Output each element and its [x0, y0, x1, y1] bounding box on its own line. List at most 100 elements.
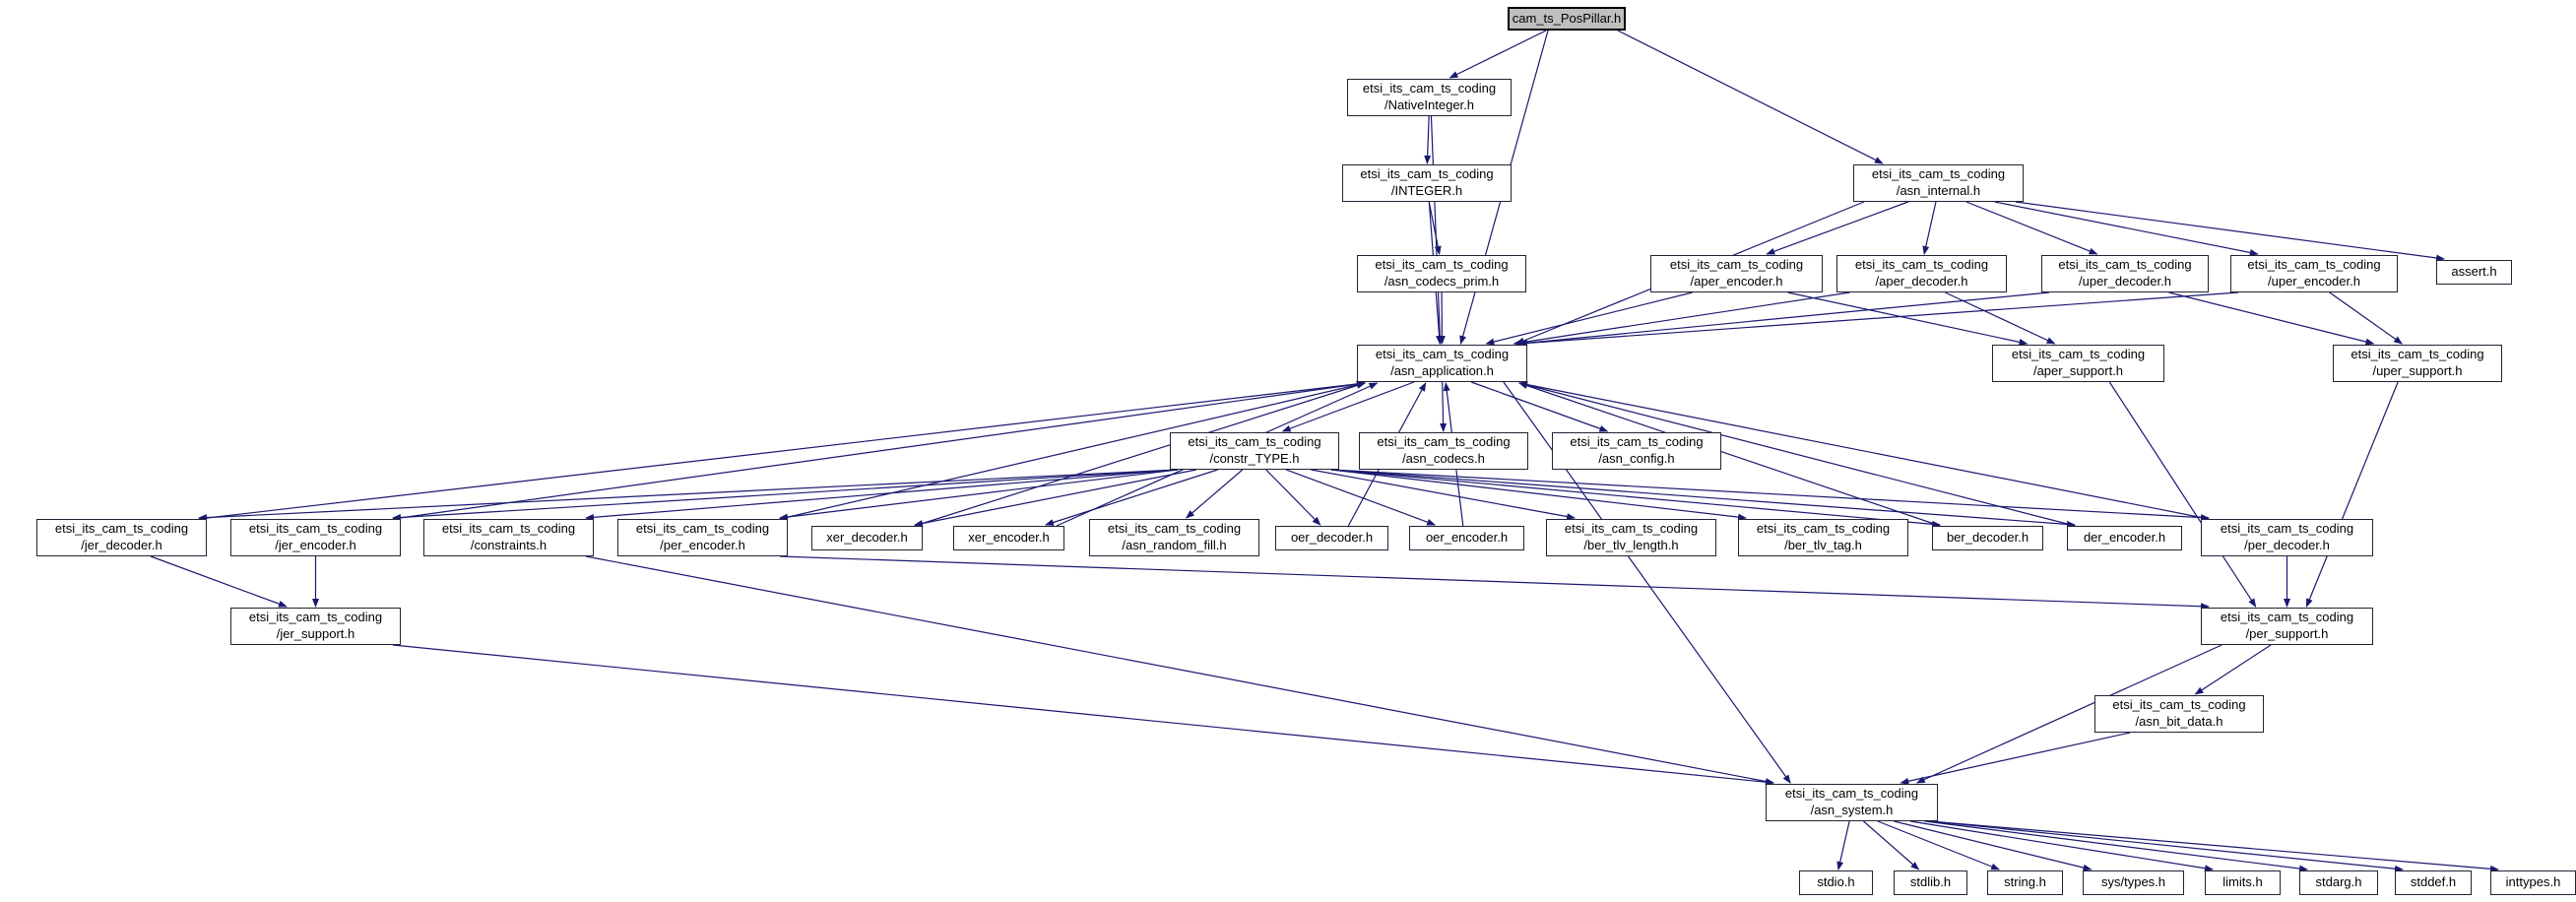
edge-aper_enc-application	[1485, 291, 1693, 346]
edge-constr_type-jer_dec	[198, 469, 1179, 522]
edge-constr_type-per_dec	[1330, 469, 2210, 522]
node-stdio: stdio.h	[1799, 870, 1873, 895]
edge-constr_type-per_enc	[779, 469, 1179, 521]
edge-aper_dec-aper_sup	[1945, 291, 2056, 345]
node-constr-type[interactable]: etsi_its_cam_ts_coding /constr_TYPE.h	[1170, 432, 1339, 470]
edge-constr_type-xer_dec	[914, 469, 1197, 527]
node-system[interactable]: etsi_its_cam_ts_coding /asn_system.h	[1766, 784, 1938, 821]
edge-application-codecs	[1440, 381, 1448, 432]
node-jer-sup[interactable]: etsi_its_cam_ts_coding /jer_support.h	[230, 608, 401, 645]
node-stddef: stddef.h	[2395, 870, 2472, 895]
node-xer-dec[interactable]: xer_decoder.h	[811, 526, 923, 550]
node-integer[interactable]: etsi_its_cam_ts_coding /INTEGER.h	[1342, 164, 1512, 202]
edge-constraints-system	[585, 555, 1774, 785]
edge-internal-uper_dec	[1965, 201, 2098, 255]
edge-constr_type-random_fill	[1185, 469, 1244, 519]
edge-jer_sup-system	[392, 644, 1774, 786]
edge-xer_dec-application	[914, 382, 1366, 527]
edge-per_sup-bit_data	[2194, 644, 2272, 695]
node-uper-dec[interactable]: etsi_its_cam_ts_coding /uper_decoder.h	[2041, 255, 2209, 292]
node-uper-enc[interactable]: etsi_its_cam_ts_coding /uper_encoder.h	[2230, 255, 2398, 292]
node-aper-enc[interactable]: etsi_its_cam_ts_coding /aper_encoder.h	[1650, 255, 1823, 292]
edge-jer_dec-jer_sup	[150, 555, 288, 608]
edge-aper_sup-per_sup	[2108, 381, 2257, 608]
node-constraints[interactable]: etsi_its_cam_ts_coding /constraints.h	[423, 519, 594, 556]
edge-application-constr_type	[1281, 381, 1415, 432]
edge-aper_enc-aper_sup	[1787, 291, 2029, 346]
node-uper-sup[interactable]: etsi_its_cam_ts_coding /uper_support.h	[2333, 345, 2502, 382]
node-application[interactable]: etsi_its_cam_ts_coding /asn_application.…	[1357, 345, 1527, 382]
edge-aper_dec-application	[1513, 291, 1850, 347]
edge-uper_dec-application	[1518, 291, 2050, 347]
edge-uper_dec-uper_sup	[2168, 291, 2375, 346]
node-per-sup[interactable]: etsi_its_cam_ts_coding /per_support.h	[2201, 608, 2373, 645]
edge-uper_enc-application	[1518, 291, 2239, 347]
node-string: string.h	[1987, 870, 2063, 895]
edge-constr_type-oer_enc	[1286, 469, 1437, 526]
node-internal[interactable]: etsi_its_cam_ts_coding /asn_internal.h	[1853, 164, 2024, 202]
node-per-enc[interactable]: etsi_its_cam_ts_coding /per_encoder.h	[617, 519, 788, 556]
node-config[interactable]: etsi_its_cam_ts_coding /asn_config.h	[1552, 432, 1721, 470]
edge-ber_dec-application	[1518, 382, 1941, 527]
node-oer-dec[interactable]: oer_decoder.h	[1275, 526, 1388, 550]
node-inttypes: inttypes.h	[2490, 870, 2576, 895]
edge-nativeinteger-integer	[1424, 115, 1432, 164]
edge-constr_type-der_enc	[1330, 469, 2076, 528]
node-stdlib: stdlib.h	[1894, 870, 1967, 895]
node-aper-sup[interactable]: etsi_its_cam_ts_coding /aper_support.h	[1992, 345, 2164, 382]
node-aper-dec[interactable]: etsi_its_cam_ts_coding /aper_decoder.h	[1836, 255, 2007, 292]
edge-system-stdio	[1836, 820, 1850, 870]
node-nativeinteger[interactable]: etsi_its_cam_ts_coding /NativeInteger.h	[1347, 79, 1512, 116]
edge-internal-uper_enc	[1994, 201, 2259, 256]
edge-constr_type-ber_tlv_tag	[1330, 469, 1747, 521]
edge-integer-codecs_prim	[1428, 201, 1442, 255]
edge-internal-aper_enc	[1766, 201, 1908, 255]
edge-system-limits	[1909, 820, 2214, 872]
node-per-dec[interactable]: etsi_its_cam_ts_coding /per_decoder.h	[2201, 519, 2373, 556]
edge-constr_type-jer_enc	[392, 469, 1179, 522]
edge-uper_sup-per_sup	[2305, 381, 2399, 608]
edge-constr_type-constraints	[585, 469, 1179, 521]
node-systypes: sys/types.h	[2083, 870, 2184, 895]
edge-system-stddef	[1929, 820, 2404, 872]
edge-uper_enc-uper_sup	[2329, 291, 2404, 345]
node-stdarg: stdarg.h	[2299, 870, 2378, 895]
node-limits: limits.h	[2205, 870, 2281, 895]
node-oer-enc[interactable]: oer_encoder.h	[1409, 526, 1524, 550]
node-ber-tlv-tag[interactable]: etsi_its_cam_ts_coding /ber_tlv_tag.h	[1738, 519, 1908, 556]
edge-application-config	[1470, 381, 1609, 432]
node-random-fill[interactable]: etsi_its_cam_ts_coding /asn_random_fill.…	[1089, 519, 1259, 556]
node-assert: assert.h	[2436, 260, 2512, 285]
node-xer-enc[interactable]: xer_encoder.h	[953, 526, 1064, 550]
node-codecs[interactable]: etsi_its_cam_ts_coding /asn_codecs.h	[1359, 432, 1528, 470]
edge-per_sup-system	[1915, 644, 2222, 784]
node-der-enc[interactable]: der_encoder.h	[2067, 526, 2182, 550]
node-jer-dec[interactable]: etsi_its_cam_ts_coding /jer_decoder.h	[36, 519, 207, 556]
node-bit-data[interactable]: etsi_its_cam_ts_coding /asn_bit_data.h	[2094, 695, 2264, 733]
edge-system-systypes	[1894, 820, 2093, 871]
edge-application-system	[1503, 381, 1791, 784]
edge-per_dec-application	[1518, 381, 2210, 520]
edge-jer_dec-application	[198, 380, 1366, 520]
edge-system-stdarg	[1924, 820, 2308, 872]
edge-per_enc-per_sup	[779, 555, 2210, 611]
node-codecs-prim[interactable]: etsi_its_cam_ts_coding /asn_codecs_prim.…	[1357, 255, 1526, 292]
node-ber-tlv-len[interactable]: etsi_its_cam_ts_coding /ber_tlv_length.h	[1546, 519, 1716, 556]
edge-constr_type-oer_dec	[1265, 469, 1321, 526]
node-ber-dec[interactable]: ber_decoder.h	[1932, 526, 2043, 550]
edge-constr_type-ber_tlv_len	[1311, 469, 1577, 521]
edge-system-stdlib	[1863, 820, 1920, 870]
edge-per_enc-application	[779, 381, 1366, 520]
edge-system-inttypes	[1929, 820, 2499, 872]
edge-constr_type-xer_enc	[1044, 469, 1218, 526]
edge-der_enc-application	[1518, 381, 2076, 527]
edge-jer_enc-application	[392, 380, 1366, 520]
node-jer-enc[interactable]: etsi_its_cam_ts_coding /jer_encoder.h	[230, 519, 401, 556]
edge-nativeinteger-application	[1430, 115, 1444, 345]
edge-pospillar-internal	[1617, 30, 1884, 164]
edge-internal-assert	[2015, 201, 2445, 262]
node-pospillar: cam_ts_PosPillar.h	[1508, 7, 1626, 31]
edge-bit_data-system	[1900, 732, 2131, 785]
